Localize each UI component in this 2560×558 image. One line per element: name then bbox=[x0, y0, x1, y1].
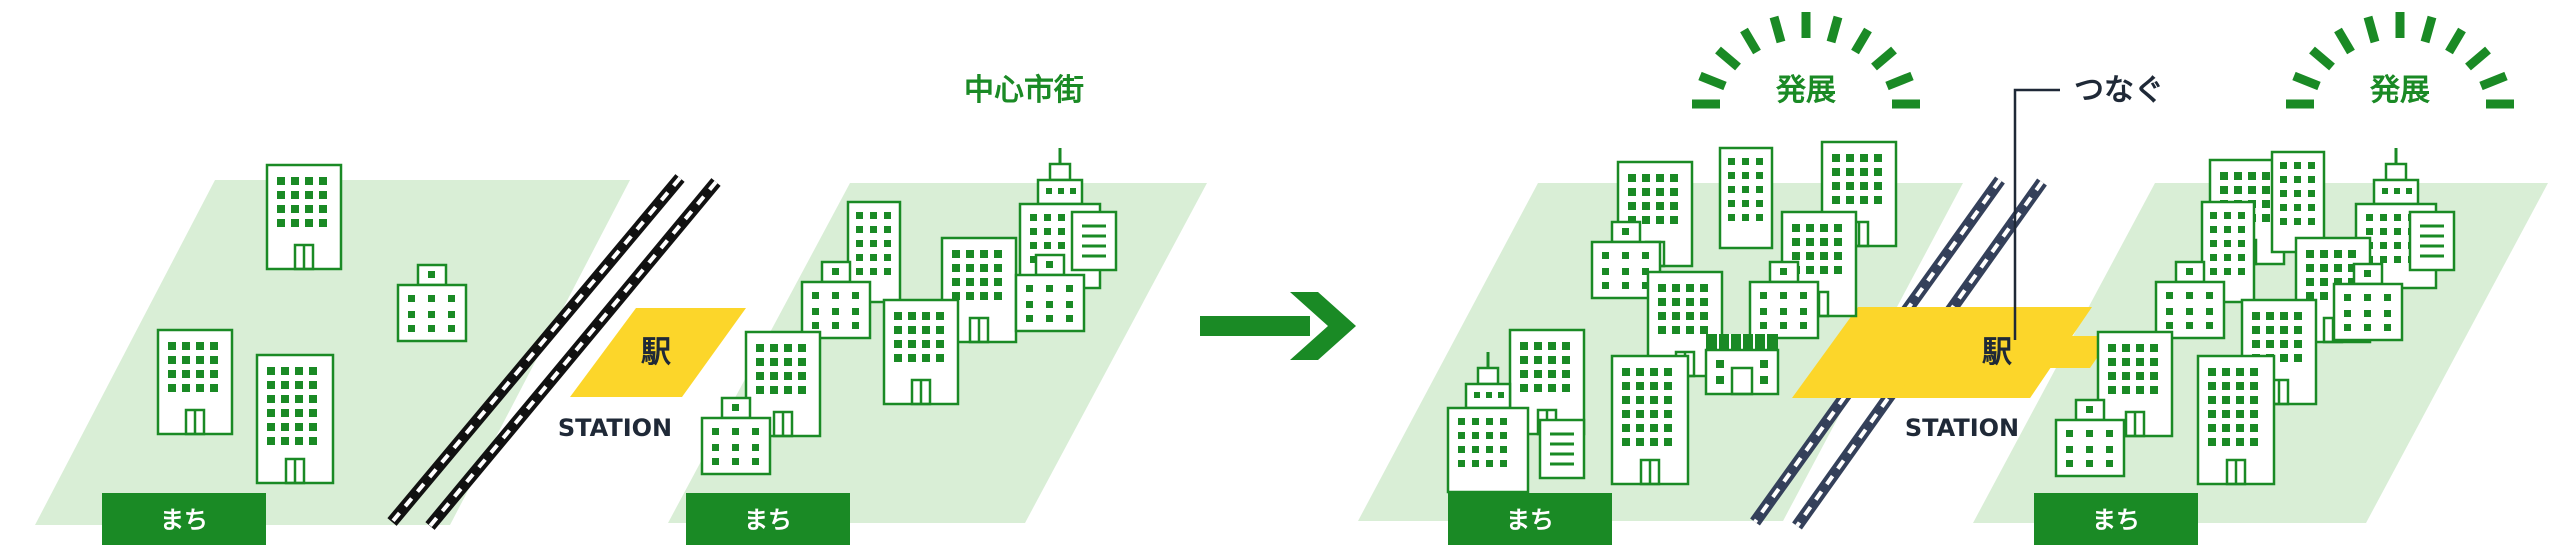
railway-track-left bbox=[387, 174, 721, 530]
town-label-box bbox=[1448, 493, 1612, 545]
station-char: 駅 bbox=[641, 335, 671, 370]
develop-label: 発展 bbox=[1775, 73, 1836, 108]
right-arrow-icon bbox=[1200, 292, 1356, 360]
town-label-box bbox=[2034, 493, 2198, 545]
left-scene: 駅 STATION 中心市街 まち まち bbox=[35, 73, 1207, 545]
annex-building bbox=[1070, 210, 1118, 272]
annex-building bbox=[2408, 210, 2456, 272]
burst-rays-icon bbox=[2286, 12, 2514, 109]
connect-label: つなぐ bbox=[2074, 73, 2164, 108]
slim-building bbox=[1718, 146, 1774, 250]
center-district-label: 中心市街 bbox=[964, 73, 1084, 108]
burst-rays-icon bbox=[1692, 12, 1920, 109]
office-building bbox=[2196, 354, 2276, 486]
town-label: まち bbox=[160, 506, 208, 534]
town-label-box bbox=[686, 493, 850, 545]
station-label: STATION bbox=[558, 414, 672, 442]
town-label: まち bbox=[2092, 506, 2140, 534]
connect-leader-line bbox=[2013, 88, 2060, 340]
office-building bbox=[156, 328, 234, 436]
office-building bbox=[1610, 354, 1690, 486]
town-label: まち bbox=[1506, 506, 1554, 534]
office-building bbox=[255, 353, 335, 485]
station-char: 駅 bbox=[1982, 335, 2012, 370]
station-platform-main bbox=[1896, 307, 2092, 398]
office-building bbox=[882, 298, 960, 406]
town-label-box bbox=[102, 493, 266, 545]
office-building bbox=[265, 163, 343, 271]
station-label: STATION bbox=[1905, 414, 2019, 442]
ground-left-town bbox=[35, 180, 630, 525]
develop-label: 発展 bbox=[2369, 73, 2430, 108]
station-building bbox=[1704, 332, 1780, 396]
town-label: まち bbox=[744, 506, 792, 534]
annex-building bbox=[1538, 418, 1586, 480]
right-scene: 駅 STATION つなぐ 発展 bbox=[1358, 12, 2548, 545]
station-platform bbox=[570, 308, 746, 397]
